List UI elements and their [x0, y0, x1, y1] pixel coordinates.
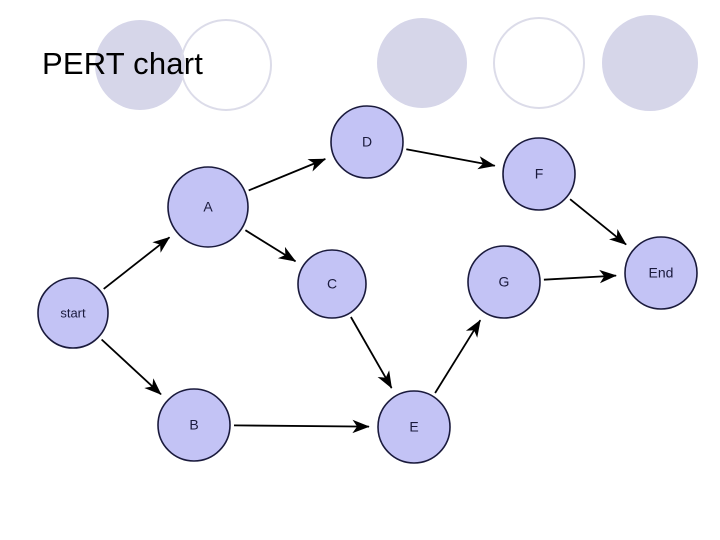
- deco-circle-5: [602, 15, 698, 111]
- edge-start-to-B: [100, 338, 162, 396]
- edge-E-to-G: [434, 319, 482, 394]
- edge-D-to-F: [406, 148, 496, 170]
- node-label-A: A: [203, 199, 213, 215]
- node-F[interactable]: F: [502, 137, 576, 211]
- deco-circle-3: [377, 18, 467, 108]
- node-circle-D[interactable]: [330, 105, 404, 179]
- node-start[interactable]: start: [37, 277, 109, 349]
- node-label-B: B: [189, 417, 198, 433]
- edge-A-to-C: [244, 229, 297, 263]
- edge-B-to-E: [233, 419, 370, 434]
- node-G[interactable]: G: [467, 245, 541, 319]
- node-label-D: D: [362, 134, 372, 150]
- node-circle-F[interactable]: [502, 137, 576, 211]
- edge-A-to-D: [248, 158, 326, 192]
- edge-C-to-E: [350, 316, 393, 389]
- node-circle-A[interactable]: [167, 166, 249, 248]
- node-circle-B[interactable]: [157, 388, 231, 462]
- node-C[interactable]: C: [297, 249, 367, 319]
- node-D[interactable]: D: [330, 105, 404, 179]
- node-E[interactable]: E: [377, 390, 451, 464]
- node-End[interactable]: End: [624, 236, 698, 310]
- deco-circle-4: [493, 17, 585, 109]
- edge-F-to-End: [569, 198, 627, 246]
- deco-circle-1: [95, 20, 185, 110]
- node-label-C: C: [327, 276, 337, 292]
- node-B[interactable]: B: [157, 388, 231, 462]
- nodes-group: start A B C D E F G End: [37, 105, 698, 464]
- deco-circle-2: [180, 19, 272, 111]
- node-label-E: E: [409, 419, 418, 435]
- node-circle-start[interactable]: [37, 277, 109, 349]
- edge-G-to-End: [543, 269, 617, 284]
- node-circle-E[interactable]: [377, 390, 451, 464]
- node-label-start: start: [60, 305, 86, 320]
- edge-start-to-A: [103, 236, 171, 290]
- node-label-End: End: [649, 265, 674, 281]
- node-circle-C[interactable]: [297, 249, 367, 319]
- node-circle-End[interactable]: [624, 236, 698, 310]
- node-A[interactable]: A: [167, 166, 249, 248]
- node-label-G: G: [499, 274, 510, 290]
- edges-group: [100, 148, 627, 434]
- node-circle-G[interactable]: [467, 245, 541, 319]
- page-title: PERT chart: [42, 46, 204, 81]
- node-label-F: F: [535, 166, 544, 182]
